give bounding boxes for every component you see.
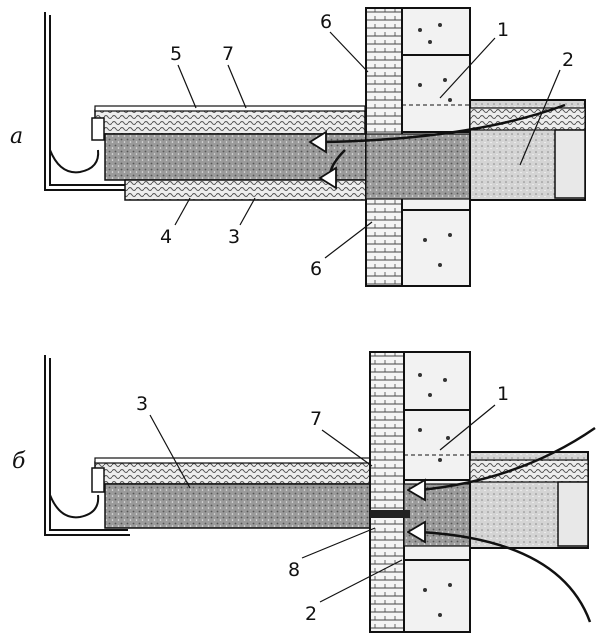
label-a-3: 3 — [228, 226, 240, 248]
wall-column-b — [369, 351, 405, 633]
flow-arrow-a-upper — [319, 103, 566, 144]
section-letter-b: б — [12, 449, 26, 474]
mounting-bracket-b — [44, 355, 130, 536]
label-b-1: 1 — [497, 383, 509, 405]
top-cladding-a — [94, 109, 366, 135]
top-cladding-b — [94, 461, 371, 485]
cable-loop-b — [49, 494, 100, 519]
label-a-2: 2 — [562, 49, 574, 71]
label-a-6-bottom: 6 — [310, 258, 322, 280]
flow-arrow-b-upper — [419, 426, 596, 492]
label-a-4: 4 — [160, 226, 172, 248]
label-b-2: 2 — [305, 603, 317, 625]
label-b-7: 7 — [310, 408, 322, 430]
cable-loop-a — [49, 149, 100, 174]
insulation-core-b — [104, 483, 371, 529]
flow-arrow-b-lower — [419, 530, 592, 623]
label-a-7: 7 — [222, 43, 234, 65]
label-b-3: 3 — [136, 393, 148, 415]
section-a: a 5 7 6 1 2 4 3 6 — [10, 7, 586, 287]
section-b: б 3 7 1 8 2 — [12, 351, 596, 633]
section-letter-a: a — [10, 124, 23, 149]
joint-fill-a — [365, 133, 471, 200]
label-a-5: 5 — [170, 43, 182, 65]
label-a-1: 1 — [497, 19, 509, 41]
label-b-8: 8 — [288, 559, 300, 581]
label-a-6-top: 6 — [320, 11, 332, 33]
mounting-bracket-a — [44, 12, 130, 191]
